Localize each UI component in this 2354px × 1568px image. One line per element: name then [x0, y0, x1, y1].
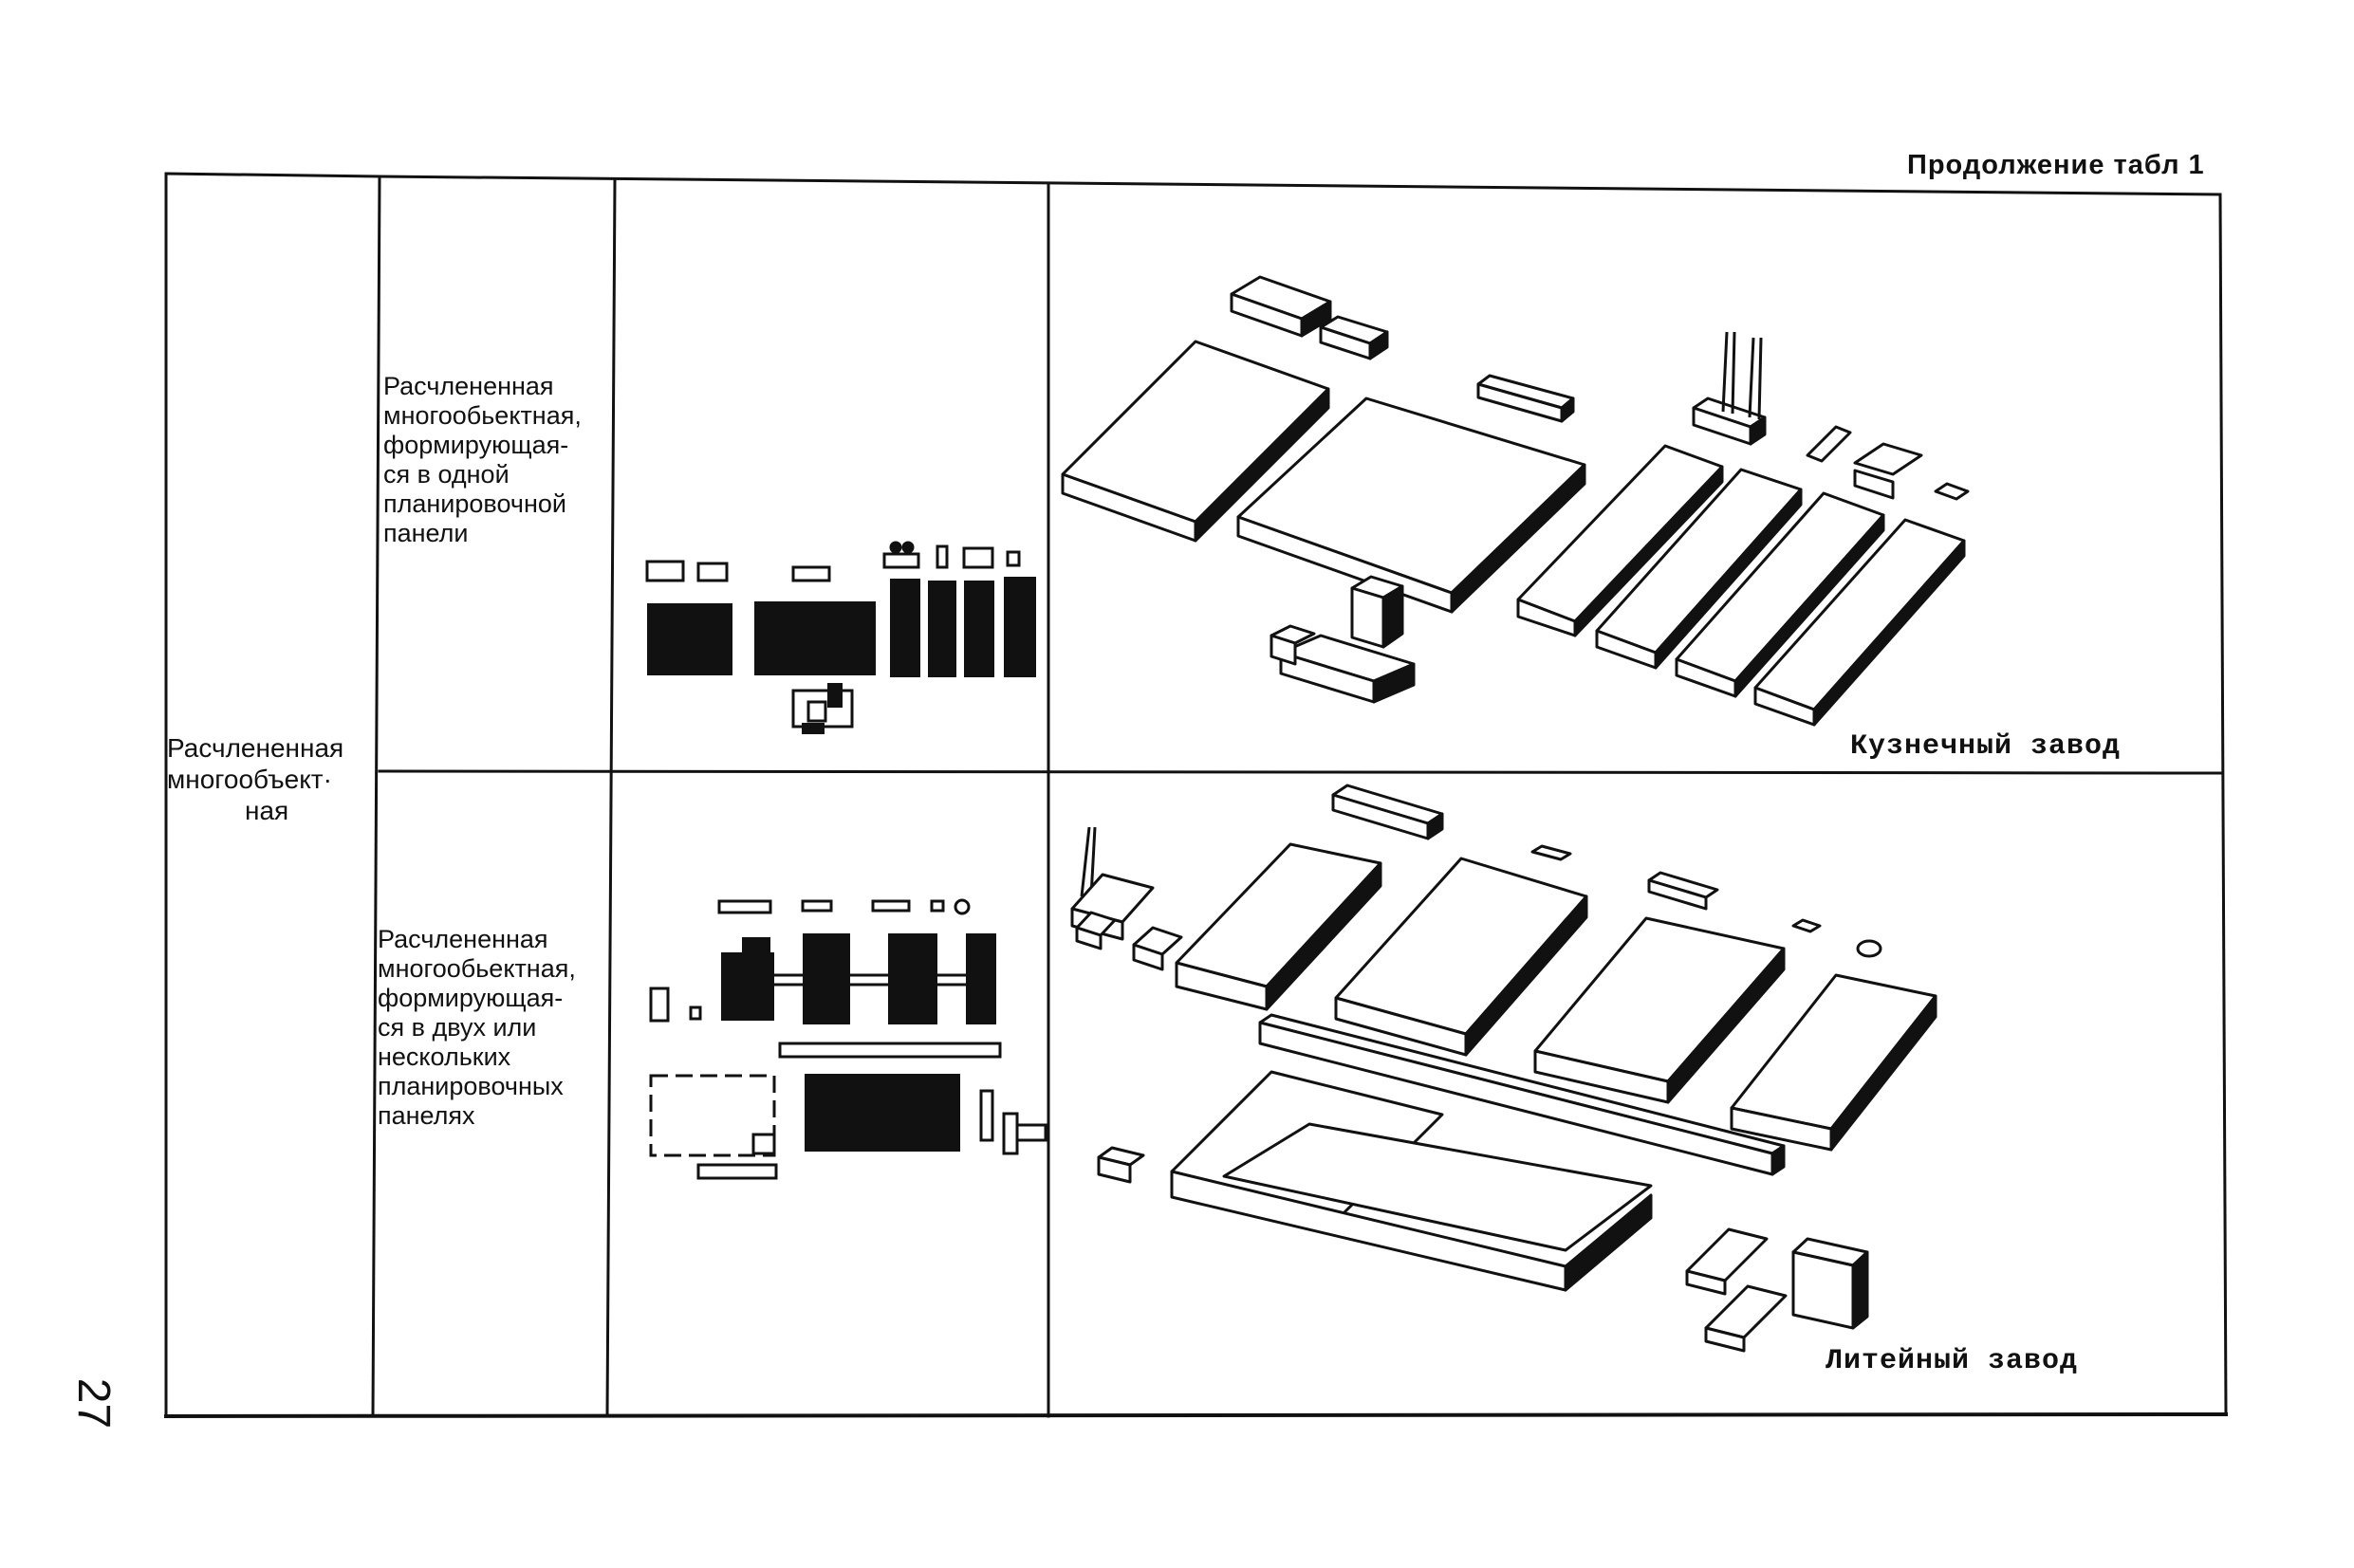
classification-line-2: многообъект· [167, 765, 332, 794]
classification-line-1: Расчлененная [167, 733, 344, 763]
row2-description: Расчлененная многообьектная, формирующая… [378, 925, 576, 1130]
classification-line-3: ная [245, 796, 289, 825]
table-continuation-label: Продолжение табл 1 [1907, 150, 2205, 180]
classification-cell: Расчлененная многообъект· ная [167, 732, 371, 826]
row1-caption: Кузнечный завод [1850, 730, 2122, 763]
row2-caption: Литейный завод [1826, 1345, 2079, 1377]
row1-description: Расчлененная многообьектная, формирующая… [383, 372, 582, 547]
